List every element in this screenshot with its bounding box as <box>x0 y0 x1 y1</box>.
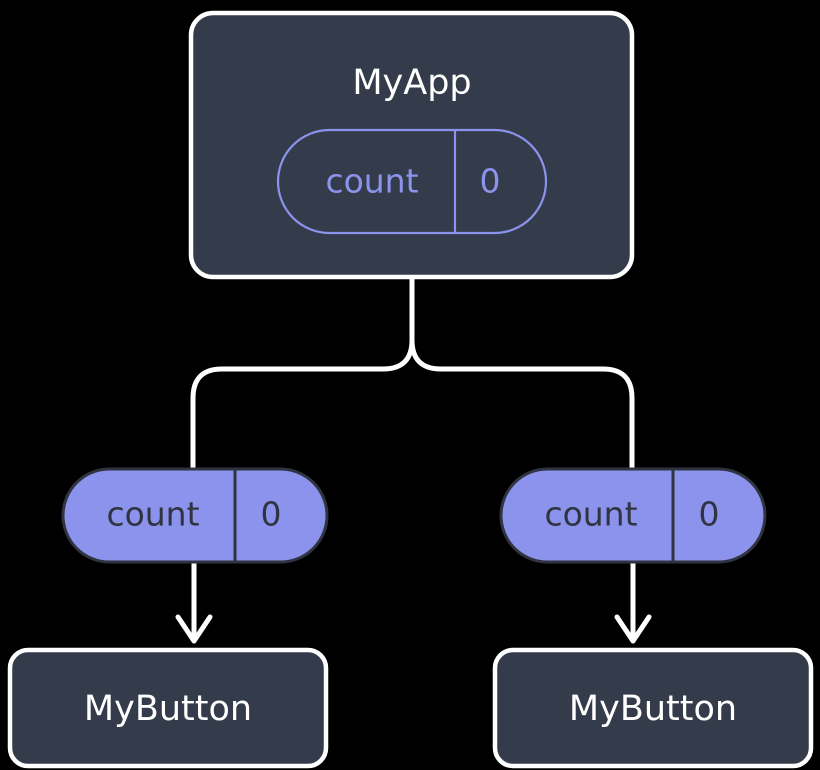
connector-arrow-right <box>614 559 652 644</box>
state-pill-left-value: 0 <box>261 495 282 534</box>
state-pill-myapp-key: count <box>325 162 418 201</box>
node-mybutton-left-label: MyButton <box>84 689 252 729</box>
state-pill-right-shape[interactable] <box>499 467 767 564</box>
node-myapp-box[interactable] <box>188 10 635 280</box>
state-pill-right-value: 0 <box>699 495 720 534</box>
state-pill-myapp[interactable]: count 0 <box>276 128 548 235</box>
node-mybutton-left-box[interactable] <box>7 647 329 769</box>
state-pill-myapp-outline[interactable] <box>276 128 548 235</box>
node-mybutton-right-box[interactable] <box>492 647 814 769</box>
connector-arrow-left <box>175 559 213 644</box>
node-myapp-label: MyApp <box>352 63 471 103</box>
node-mybutton-left[interactable]: MyButton <box>7 647 329 769</box>
node-mybutton-right[interactable]: MyButton <box>492 647 814 769</box>
state-pill-left-shape[interactable] <box>61 467 329 564</box>
state-pill-left[interactable]: count 0 <box>61 467 329 564</box>
state-pill-myapp-value: 0 <box>480 162 501 201</box>
node-mybutton-right-label: MyButton <box>569 689 737 729</box>
node-myapp[interactable]: MyApp count 0 <box>188 10 635 280</box>
connector-branch <box>190 275 635 471</box>
state-pill-right-key: count <box>544 495 637 534</box>
state-pill-left-key: count <box>106 495 199 534</box>
state-pill-right[interactable]: count 0 <box>499 467 767 564</box>
